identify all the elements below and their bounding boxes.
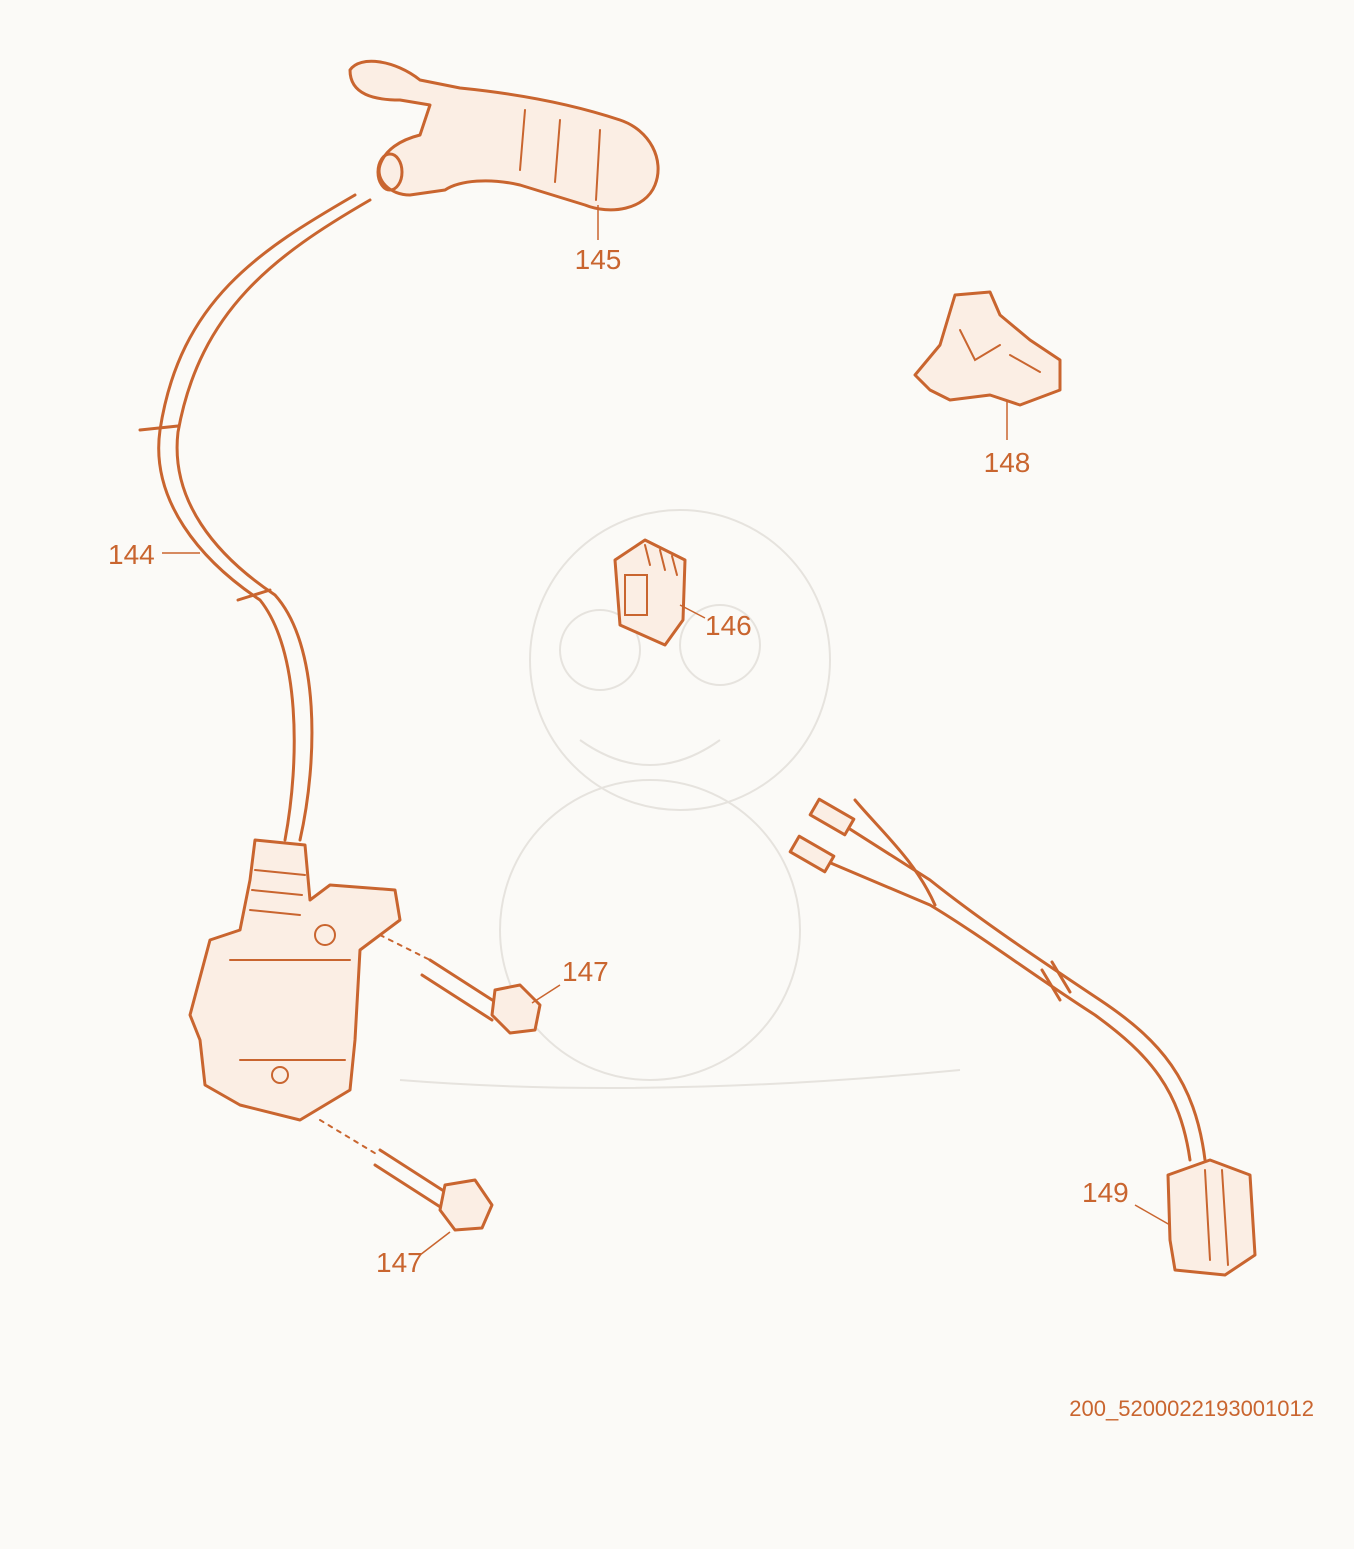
label-147-lower: 147 [376,1247,423,1278]
label-147-upper: 147 [562,956,609,987]
ignition-coil [188,838,402,1122]
clamp-146 [613,538,687,647]
label-144: 144 [108,539,155,570]
watermark-dragon [399,509,961,1089]
label-148: 148 [984,447,1031,478]
label-146: 146 [705,610,752,641]
wire-harness-149 [788,797,1257,1277]
leader-lines [162,205,1171,1256]
label-145: 145 [575,244,622,275]
holder-148 [913,290,1062,407]
reference-code: 200_5200022193001012 [1069,1396,1314,1421]
spark-plug-cap-145 [348,59,660,212]
label-149: 149 [1082,1177,1129,1208]
bolt-147-upper [379,934,542,1035]
bolt-147-lower [319,1119,494,1232]
ignition-lead-144 [138,193,372,842]
